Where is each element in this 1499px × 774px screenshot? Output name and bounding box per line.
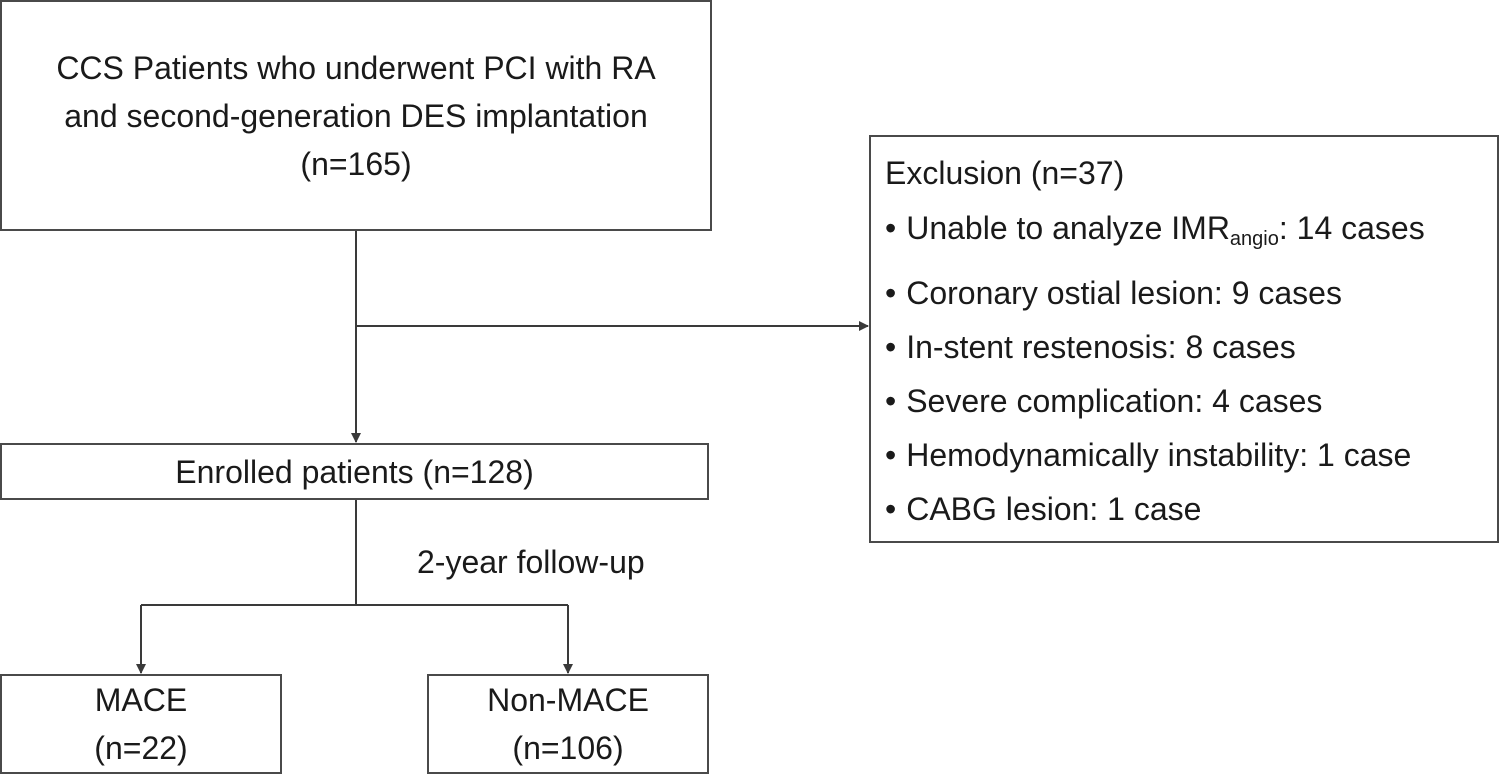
exclusion-item-cabg: •CABG lesion: 1 case <box>885 482 1497 536</box>
exclusion-title: Exclusion (n=37) <box>885 155 1125 191</box>
screened-line-2: and second-generation DES implantation <box>64 97 648 134</box>
screened-line-1: CCS Patients who underwent PCI with RA <box>56 49 656 86</box>
exclusion-item-text: Coronary ostial lesion: 9 cases <box>906 275 1342 311</box>
enrolled-patients-box: Enrolled patients (n=128) <box>0 443 709 500</box>
followup-label: 2-year follow-up <box>417 544 645 580</box>
mace-count: (n=22) <box>94 730 188 766</box>
nonmace-box: Non-MACE (n=106) <box>427 674 709 774</box>
exclusion-item-imr: •Unable to analyze IMRangio: 14 cases <box>885 201 1497 266</box>
mace-box: MACE (n=22) <box>0 674 282 774</box>
exclusion-item-restenosis: •In-stent restenosis: 8 cases <box>885 320 1497 374</box>
enrolled-label: Enrolled patients (n=128) <box>175 453 534 490</box>
bullet: • <box>885 437 897 473</box>
exclusion-box: Exclusion (n=37) •Unable to analyze IMRa… <box>869 135 1499 543</box>
exclusion-item-count: : 14 cases <box>1278 210 1425 246</box>
exclusion-item-complication: •Severe complication: 4 cases <box>885 374 1497 428</box>
bullet: • <box>885 329 897 365</box>
nonmace-title: Non-MACE <box>487 682 649 718</box>
mace-title: MACE <box>94 682 188 718</box>
nonmace-count: (n=106) <box>512 730 624 766</box>
exclusion-list: •Unable to analyze IMRangio: 14 cases •C… <box>885 201 1497 536</box>
exclusion-item-subscript: angio <box>1229 228 1279 250</box>
exclusion-item-ostial: •Coronary ostial lesion: 9 cases <box>885 266 1497 320</box>
bullet: • <box>885 210 897 246</box>
exclusion-item-text: Hemodynamically instability: 1 case <box>906 437 1412 473</box>
bullet: • <box>885 383 897 419</box>
exclusion-item-hemodynamic: •Hemodynamically instability: 1 case <box>885 428 1497 482</box>
exclusion-item-text: CABG lesion: 1 case <box>906 491 1202 527</box>
screened-patients-box: CCS Patients who underwent PCI with RA a… <box>0 0 712 231</box>
bullet: • <box>885 275 897 311</box>
exclusion-item-text: Severe complication: 4 cases <box>906 383 1323 419</box>
screened-count: (n=165) <box>300 145 412 182</box>
bullet: • <box>885 491 897 527</box>
exclusion-item-text: In-stent restenosis: 8 cases <box>906 329 1296 365</box>
exclusion-item-text: Unable to analyze IMR <box>906 210 1230 246</box>
